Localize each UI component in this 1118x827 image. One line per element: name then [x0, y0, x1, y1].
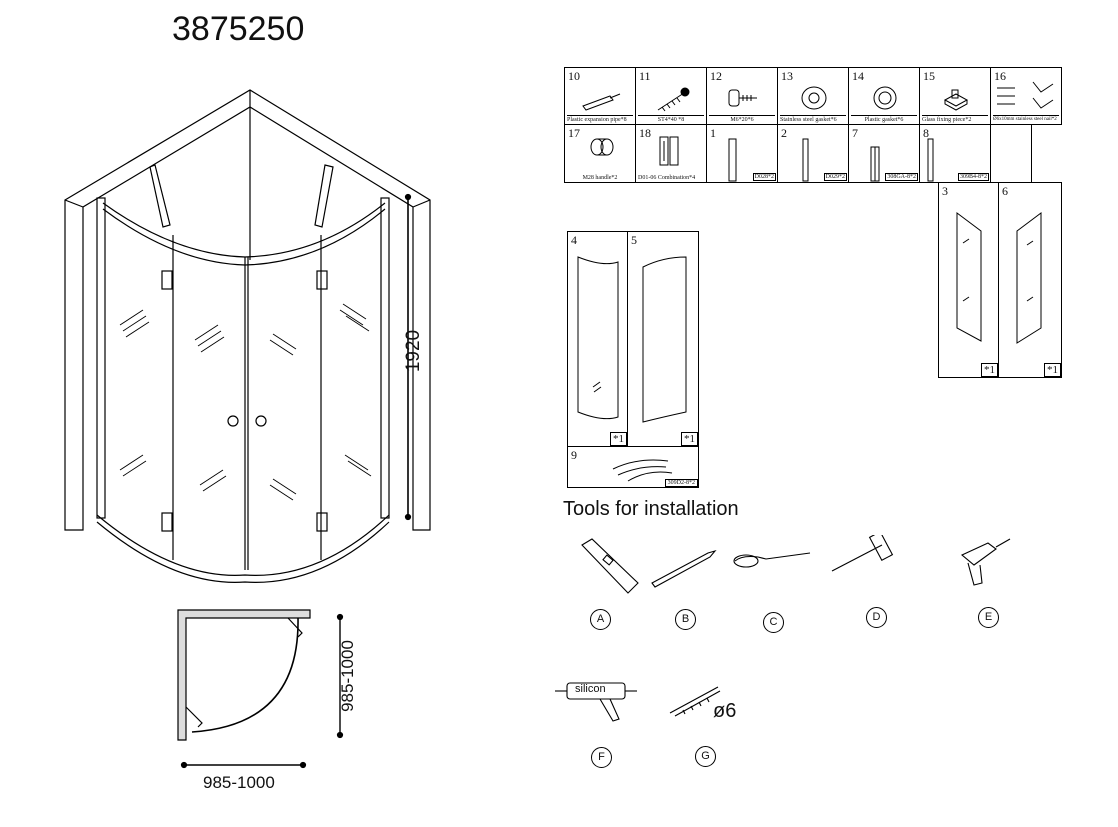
tool-label-e: E [978, 607, 999, 628]
level-bubble-icon [602, 554, 614, 566]
part-18: 18 D01-06 Combination*4 [635, 124, 707, 183]
shower-enclosure-drawing [64, 89, 431, 583]
silicon-label: silicon [575, 683, 606, 695]
panel-5: 5 *1 [627, 231, 699, 447]
drill-bit-icon [669, 686, 721, 717]
tool-label-c: C [763, 612, 784, 633]
tools-row-1 [581, 535, 1011, 594]
tool-label-f: F [591, 747, 612, 768]
height-dimension: 1920 [403, 329, 425, 373]
part-1: 1 D028*2 [706, 124, 778, 183]
part-8: 8 309B4-8*2 [919, 124, 991, 183]
hammer-icon [831, 544, 883, 572]
panel-4: 4 *1 [567, 231, 628, 447]
screwdriver-icon [734, 552, 811, 562]
panel-3: 3 *1 [938, 182, 999, 378]
spirit-level-icon [581, 538, 639, 594]
part-15: 15 Glass fixing piece*2 [919, 67, 991, 125]
drill-icon [960, 538, 1011, 586]
part-11: 11 ST4*40 *8 [635, 67, 707, 125]
panel-9: 9 309D2-8*2 [567, 446, 699, 488]
panel-6: 6 *1 [998, 182, 1062, 378]
product-code: 3875250 [172, 10, 305, 48]
silicon-gun-icon [555, 682, 637, 722]
pencil-icon [651, 549, 717, 588]
plan-view-drawing [177, 609, 344, 769]
part-10: 10 Plastic expansion pipe*8 [564, 67, 636, 125]
tools-heading: Tools for installation [563, 498, 739, 520]
part-2: 2 D029*2 [777, 124, 849, 183]
side-width-dimension: 985-1000 [337, 640, 357, 712]
parts-row-1: 10 Plastic expansion pipe*8 11 ST4*40 *8… [564, 67, 1062, 125]
drill-size-label: ø6 [713, 700, 737, 722]
tool-label-d: D [866, 607, 887, 628]
part-17: 17 M28 handle*2 [564, 124, 636, 183]
tools-row-2 [555, 682, 721, 722]
tool-label-b: B [675, 609, 696, 630]
part-14: 14 Plastic gasket*6 [848, 67, 920, 125]
tool-label-g: G [695, 746, 716, 767]
part-16: 16 Ø6x10mm stainless steel nail*2 [990, 67, 1062, 125]
part-12: 12 M6*20*6 [706, 67, 778, 125]
bottom-width-dimension: 985-1000 [203, 773, 275, 792]
part-13: 13 Stainless steel gasket*6 [777, 67, 849, 125]
part-empty [990, 124, 1032, 183]
parts-row-2: 17 M28 handle*2 18 D01-06 Combination*4 … [564, 124, 1032, 183]
tool-label-a: A [590, 609, 611, 630]
part-7: 7 308GA-8*2 [848, 124, 920, 183]
